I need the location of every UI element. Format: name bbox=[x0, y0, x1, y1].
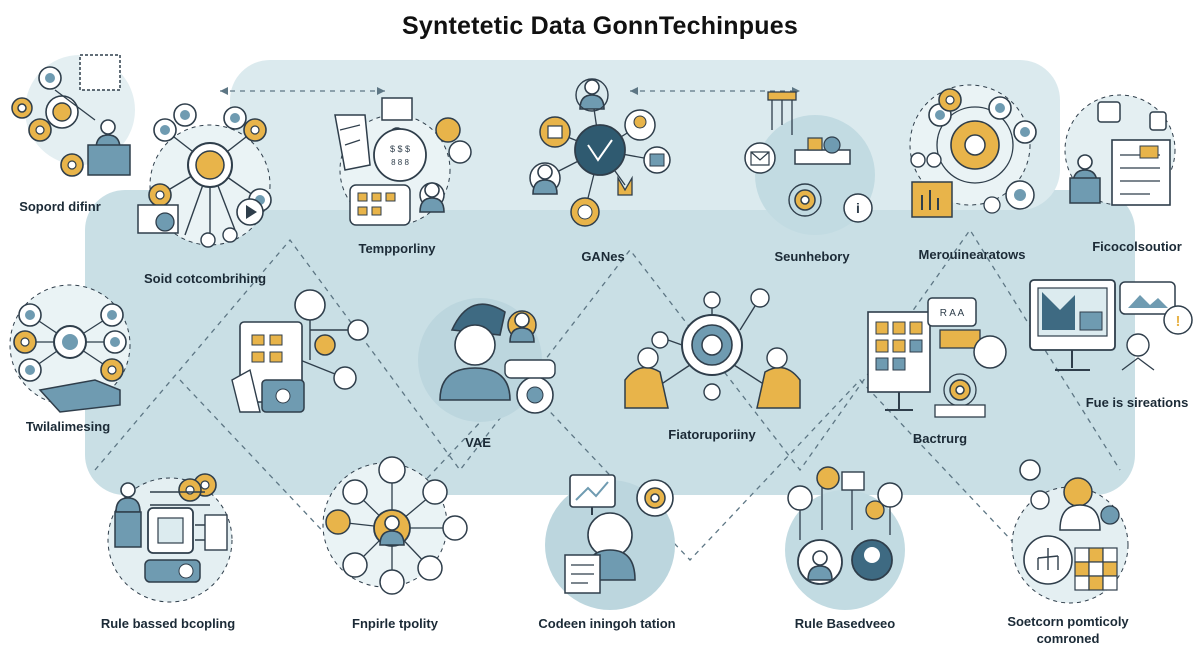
cluster-soid-cotcombrihing-icon bbox=[137, 103, 272, 248]
label-codeen-iningoh-tation: Codeen iningoh tation bbox=[538, 616, 676, 631]
label-bactrurg: Bactrurg bbox=[912, 431, 968, 446]
label-merouinearatows: Merouinearatows bbox=[918, 247, 1026, 262]
label-sopord-difinr: Sopord difinr bbox=[19, 199, 101, 214]
label-twilalimesing: Twilalimesing bbox=[25, 419, 111, 434]
svg-text:i: i bbox=[856, 200, 860, 216]
svg-text:$ $ $: $ $ $ bbox=[390, 144, 410, 154]
label-rule-basedveeo: Rule Basedveeo bbox=[794, 616, 896, 631]
label-rule-bassed-bcopling: Rule bassed bcopling bbox=[100, 616, 236, 631]
cluster-soetcorn-pomticoly-comroned-icon bbox=[1011, 459, 1129, 604]
label-vae: VAE bbox=[465, 435, 491, 450]
label-soetcorn-pomticoly-comroned: Soetcorn pomticoly comroned bbox=[1007, 614, 1129, 646]
cluster-codeen-iningoh-tation-icon bbox=[545, 474, 675, 610]
svg-text:!: ! bbox=[1176, 313, 1181, 330]
label-soid-cotcombrihing: Soid cotcombrihing bbox=[143, 271, 267, 286]
svg-text:R A A: R A A bbox=[940, 308, 965, 319]
cluster-fue-is-sireations-icon: ! bbox=[1029, 279, 1193, 371]
content-band bbox=[85, 190, 1135, 495]
cluster-ficocolsoutior-icon bbox=[1064, 94, 1176, 206]
label-fue-is-sireations: Fue is sireations bbox=[1085, 395, 1189, 410]
cluster-sopord-difinr-icon bbox=[11, 54, 135, 177]
cluster-vae-icon bbox=[418, 298, 556, 422]
cluster-twilalimesing-icon bbox=[9, 284, 131, 413]
page-title: Syntetetic Data GonnTechinpues bbox=[402, 12, 798, 40]
label-fnpirle-tpolity: Fnpirle tpolity bbox=[352, 616, 438, 631]
label-ficocolsoutior: Ficocolsoutior bbox=[1092, 239, 1182, 254]
cluster-merouinearatows-icon bbox=[909, 84, 1037, 218]
label-seunhebory: Seunhebory bbox=[774, 249, 850, 264]
label-fiatoruporiiny: Fiatoruporiiny bbox=[668, 427, 756, 442]
cluster-bactrurg-icon: R A A bbox=[867, 297, 1007, 418]
cluster-rule-basedveeo-icon bbox=[785, 466, 905, 610]
cluster-seunhebory-icon: i bbox=[744, 91, 875, 235]
cluster-rule-bassed-bcopling-icon bbox=[107, 473, 233, 603]
cluster-fnpirle-tpolity-icon bbox=[322, 456, 468, 595]
cluster-ganes-icon bbox=[529, 78, 671, 227]
cluster-tempporliny-icon: $ $ $ 8 8 8 bbox=[334, 97, 472, 226]
label-ganes: GANes bbox=[581, 249, 625, 264]
svg-text:8 8 8: 8 8 8 bbox=[391, 158, 409, 167]
label-tempporliny: Tempporliny bbox=[358, 241, 436, 256]
cluster-device-network-icon bbox=[231, 289, 369, 413]
cluster-fiatoruporiiny-icon bbox=[624, 288, 801, 409]
